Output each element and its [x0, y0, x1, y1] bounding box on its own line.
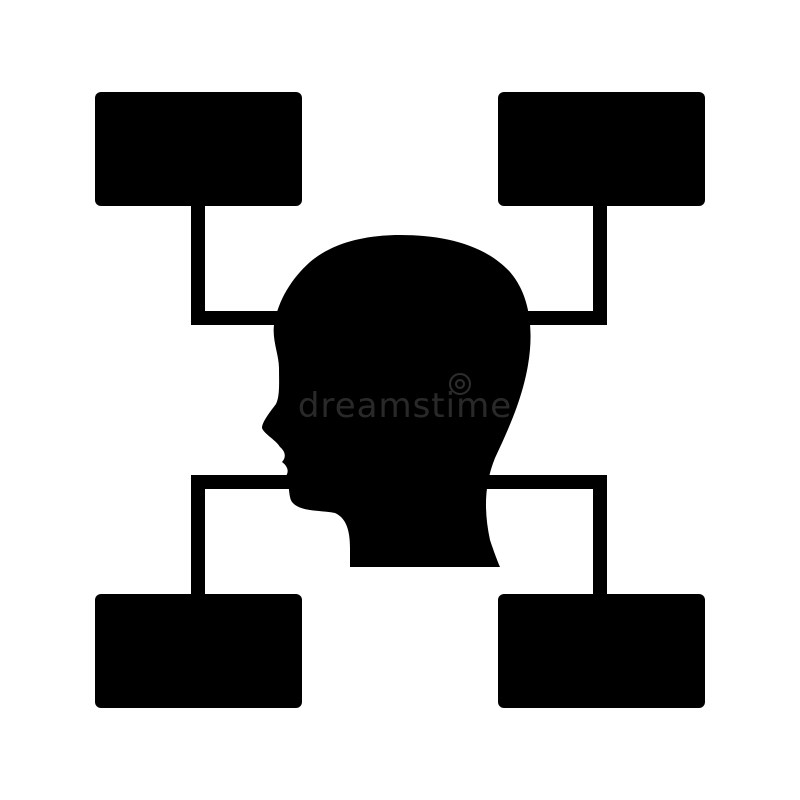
connector-top-right	[515, 204, 607, 325]
connector-bottom-left	[191, 475, 290, 596]
box-top-left	[95, 92, 302, 206]
connector-top-left	[191, 204, 285, 325]
connector-lines	[191, 204, 607, 596]
connector-bottom-right	[485, 475, 607, 596]
dreamstime-logo-icon	[449, 373, 471, 395]
head-silhouette-icon	[262, 235, 531, 567]
box-bottom-left	[95, 594, 302, 708]
box-bottom-right	[498, 594, 705, 708]
box-top-right	[498, 92, 705, 206]
